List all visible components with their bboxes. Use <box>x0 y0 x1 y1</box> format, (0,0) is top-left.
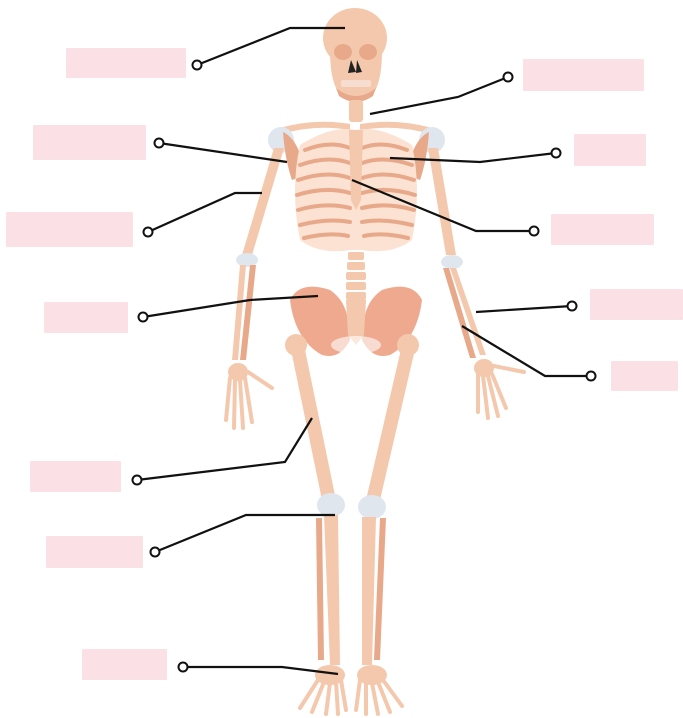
marker-femur <box>133 476 142 485</box>
marker-sternum <box>552 149 561 158</box>
leader-line-scapula <box>159 143 287 162</box>
marker-tarsals <box>179 663 188 672</box>
leader-line-femur <box>137 418 312 480</box>
label-box-skull[interactable] <box>66 48 186 78</box>
right-arm <box>428 148 524 418</box>
leader-line-humerus <box>148 193 262 232</box>
label-box-ulna[interactable] <box>611 361 678 391</box>
label-box-patella[interactable] <box>46 536 143 568</box>
marker-humerus <box>144 228 153 237</box>
right-humerus <box>428 148 456 255</box>
right-hand <box>474 359 524 418</box>
left-hand <box>226 363 272 428</box>
right-femur <box>366 345 416 500</box>
marker-pelvis <box>139 313 148 322</box>
label-box-humerus[interactable] <box>6 212 133 247</box>
label-box-ribs[interactable] <box>551 214 654 245</box>
leader-line-radius <box>476 306 572 312</box>
cervical-spine <box>349 100 363 122</box>
marker-skull <box>193 61 202 70</box>
left-tibia <box>324 515 340 665</box>
left-fibula <box>316 518 324 660</box>
leader-line-clavicle <box>370 77 508 114</box>
left-leg <box>285 334 346 714</box>
sternum <box>349 130 363 210</box>
marker-ulna <box>587 372 596 381</box>
marker-scapula <box>155 139 164 148</box>
leader-line-patella <box>155 515 335 552</box>
right-tibia <box>362 517 376 665</box>
label-box-radius[interactable] <box>590 289 683 320</box>
lumbar-spine <box>346 252 366 300</box>
label-box-scapula[interactable] <box>33 125 146 160</box>
skull <box>323 8 387 102</box>
left-patella <box>317 493 345 517</box>
left-arm <box>226 148 284 428</box>
leader-line-tarsals <box>183 667 338 674</box>
right-fibula <box>374 518 386 660</box>
label-box-tarsals[interactable] <box>82 649 167 680</box>
leader-line-skull <box>197 28 345 65</box>
left-femur <box>290 345 336 500</box>
marker-clavicle <box>504 73 513 82</box>
label-box-pelvis[interactable] <box>44 302 128 333</box>
right-leg <box>356 334 419 714</box>
left-eye-socket <box>334 44 352 60</box>
label-box-clavicle[interactable] <box>523 59 644 91</box>
marker-radius <box>568 302 577 311</box>
label-box-sternum[interactable] <box>574 134 646 166</box>
label-box-femur[interactable] <box>30 461 121 492</box>
marker-patella <box>151 548 160 557</box>
marker-ribs <box>530 227 539 236</box>
right-patella <box>358 495 386 519</box>
rib-cage <box>295 129 417 251</box>
teeth <box>341 80 371 87</box>
left-humerus <box>242 148 284 255</box>
right-eye-socket <box>359 44 377 60</box>
right-foot <box>356 665 402 714</box>
